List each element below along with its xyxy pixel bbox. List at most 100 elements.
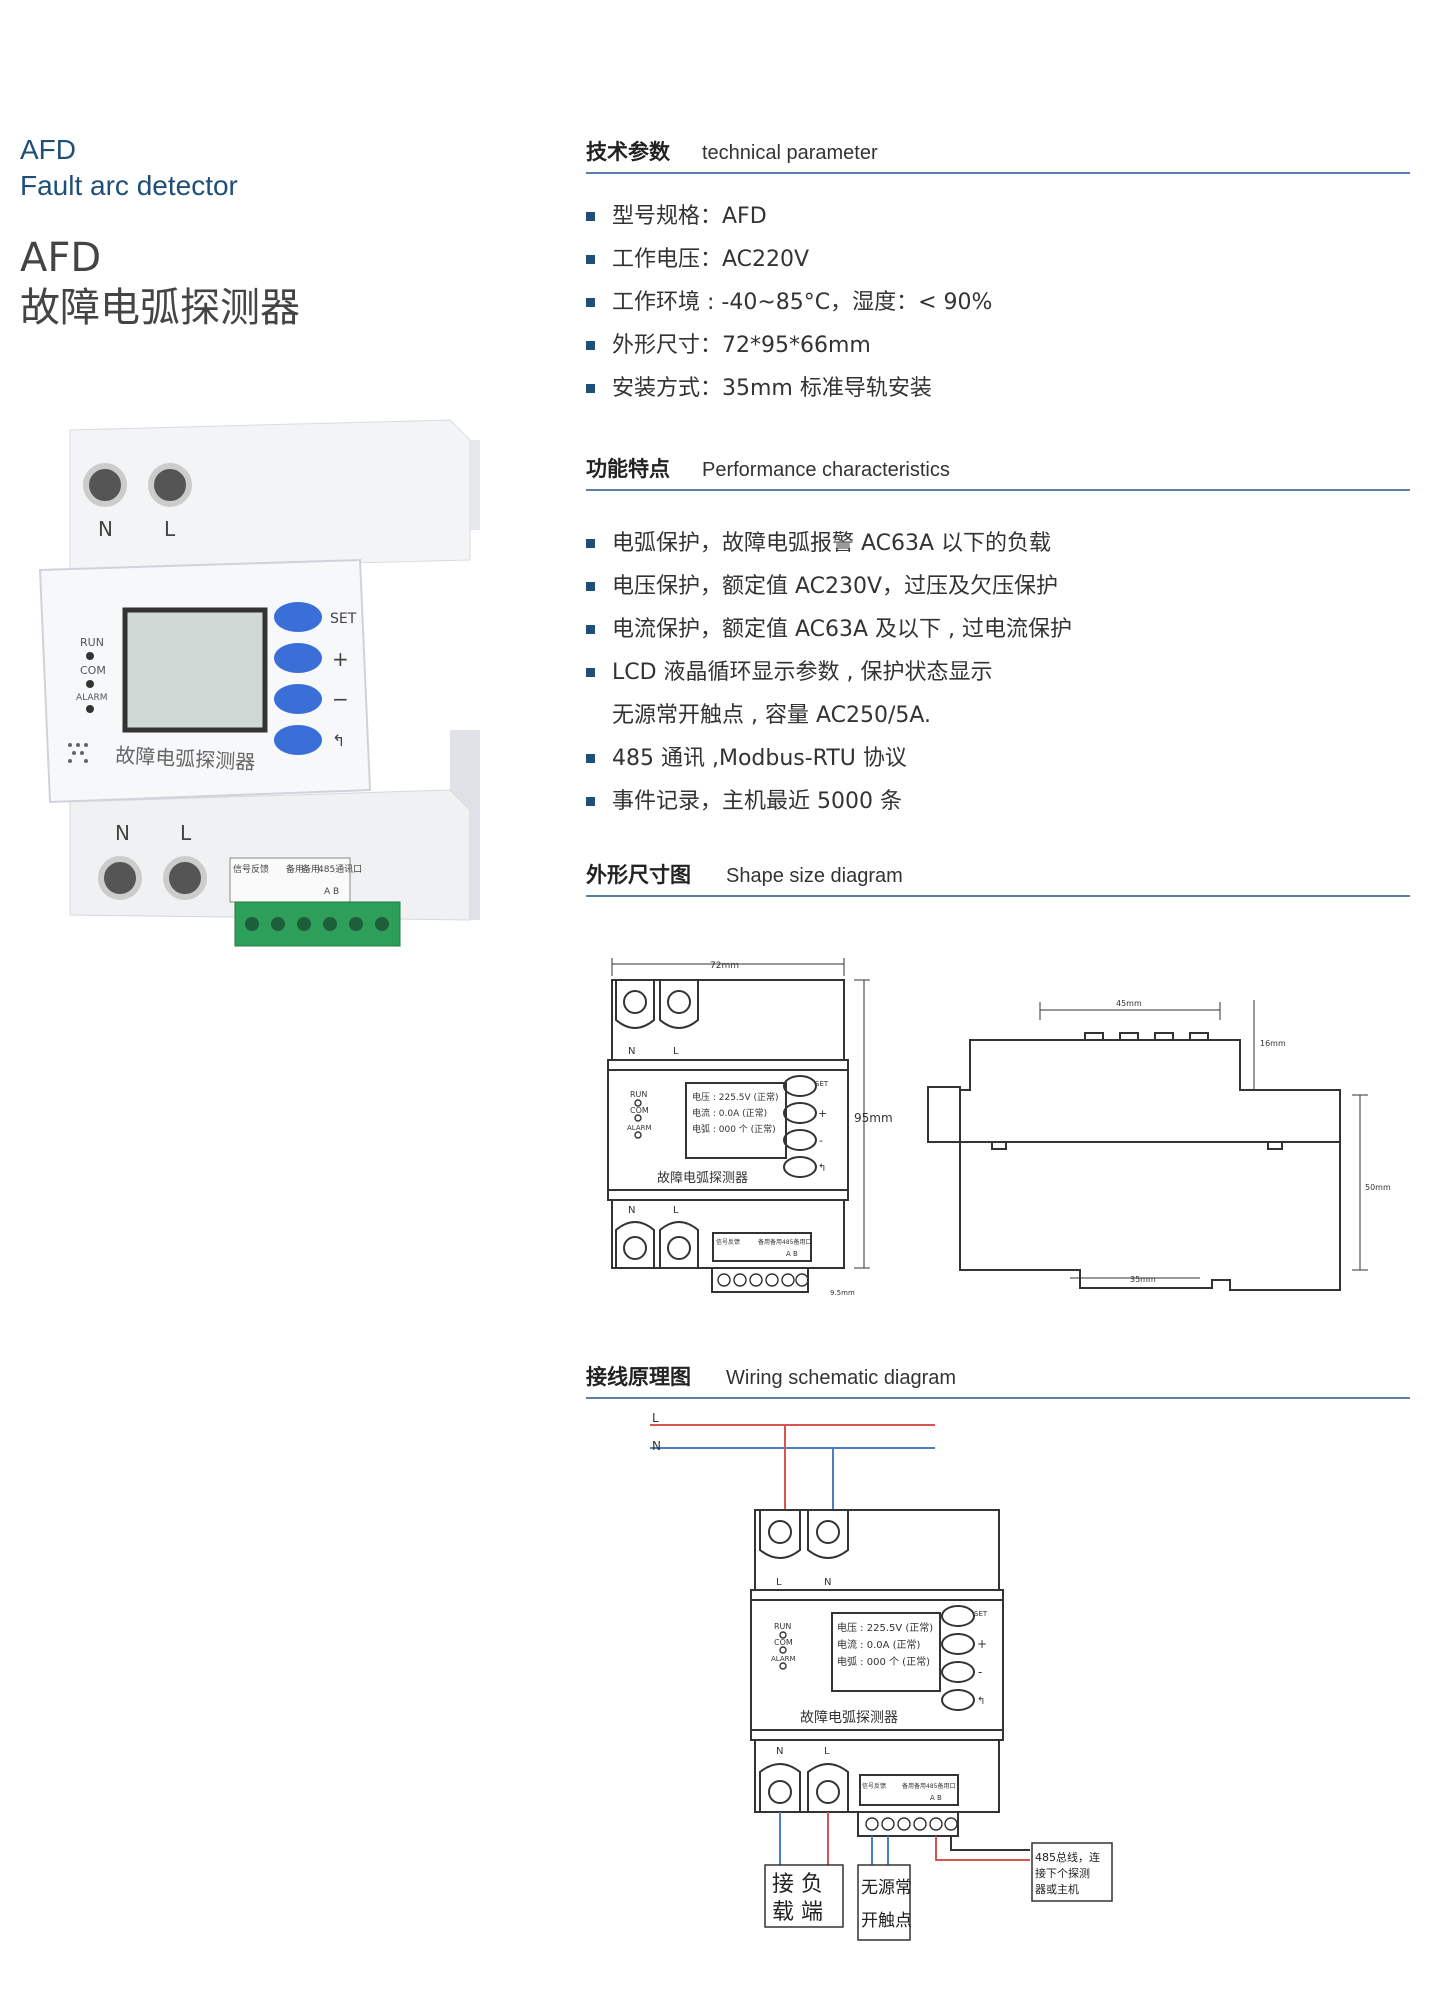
svg-text:↰: ↰ [977, 1696, 985, 1707]
bottom-terminal-n-icon [98, 856, 142, 900]
svg-text:SET: SET [815, 1080, 829, 1088]
top-terminal-l-icon [148, 463, 192, 507]
minus-button [274, 684, 322, 714]
svg-text:电弧 : 000 个 (正常): 电弧 : 000 个 (正常) [692, 1123, 776, 1135]
shape-size-diagram: N L N L RUN COM ALARM 电压 : 225.5V (正常) 电… [607, 958, 1391, 1297]
list-item: 安装方式：35mm 标准导轨安装 [586, 367, 992, 410]
list-item: 485 通讯 ,Modbus-RTU 协议 [586, 737, 1072, 780]
svg-text:载 端: 载 端 [772, 1900, 823, 1925]
svg-text:RUN: RUN [630, 1090, 647, 1099]
svg-text:485备用口: 485备用口 [782, 1238, 811, 1246]
list-item: 事件记录，主机最近 5000 条 [586, 780, 1072, 823]
svg-text:+: + [332, 647, 349, 671]
plus-button [274, 643, 322, 673]
lcd-screen [122, 607, 268, 733]
svg-text:电压 : 225.5V (正常): 电压 : 225.5V (正常) [692, 1091, 779, 1103]
speaker-icon [68, 743, 88, 763]
svg-text:电弧 : 000 个 (正常): 电弧 : 000 个 (正常) [837, 1655, 930, 1668]
back-button [274, 725, 322, 755]
svg-text:故障电弧探测器: 故障电弧探测器 [800, 1710, 898, 1726]
svg-text:N: N [628, 1205, 635, 1216]
svg-text:器或主机: 器或主机 [1035, 1882, 1079, 1896]
svg-text:备用: 备用 [914, 1782, 926, 1790]
header-cn-name: 故障电弧探测器 [20, 285, 300, 331]
svg-text:备用: 备用 [758, 1238, 770, 1246]
svg-text:L: L [164, 517, 176, 541]
svg-text:电压 : 225.5V (正常): 电压 : 225.5V (正常) [837, 1621, 933, 1634]
svg-text:ALARM: ALARM [76, 693, 108, 703]
tech-param-list: 型号规格：AFD 工作电压：AC220V 工作环境 : -40~85°C，湿度：… [586, 195, 992, 410]
svg-text:接下个探测: 接下个探测 [1035, 1867, 1090, 1880]
svg-text:L: L [180, 821, 192, 845]
svg-text:L: L [824, 1746, 830, 1757]
section-shape-header: 外形尺寸图 Shape size diagram [586, 855, 1410, 897]
list-item: 电流保护，额定值 AC63A 及以下 , 过电流保护 [586, 608, 1072, 651]
svg-text:ALARM: ALARM [627, 1124, 652, 1132]
svg-text:A B: A B [324, 887, 339, 897]
svg-text:信号反馈: 信号反馈 [716, 1238, 740, 1246]
svg-text:备用: 备用 [302, 863, 320, 875]
feature-list: 电弧保护，故障电弧报警 AC63A 以下的负载 电压保护，额定值 AC230V，… [586, 522, 1072, 823]
svg-text:16mm: 16mm [1260, 1039, 1286, 1048]
list-item: LCD 液晶循环显示参数 , 保护状态显示 [586, 651, 1072, 694]
section-wiring-header: 接线原理图 Wiring schematic diagram [586, 1357, 1410, 1399]
wiring-diagram: L N L N N L RUN COM ALARM 电压 : 225.5V (正… [650, 1411, 1113, 1941]
svg-text:↰: ↰ [818, 1163, 826, 1174]
set-button [274, 602, 322, 632]
svg-text:50mm: 50mm [1365, 1183, 1391, 1192]
header-en-name: Fault arc detector [20, 170, 238, 201]
svg-text:SET: SET [974, 1610, 988, 1618]
svg-text:COM: COM [80, 664, 106, 677]
svg-text:L: L [673, 1205, 679, 1216]
svg-text:A B: A B [930, 1794, 942, 1802]
svg-text:9.5mm: 9.5mm [830, 1289, 855, 1297]
svg-text:RUN: RUN [774, 1622, 791, 1631]
svg-text:N: N [115, 821, 130, 845]
svg-text:485备用口: 485备用口 [926, 1782, 955, 1790]
header-cn-model: AFD [20, 235, 102, 281]
svg-text:ALARM: ALARM [771, 1655, 796, 1663]
port-label-panel [229, 857, 351, 903]
list-item: 无源常开触点 , 容量 AC250/5A. [612, 703, 932, 728]
svg-text:L: L [652, 1411, 659, 1425]
list-item: 外形尺寸：72*95*66mm [586, 324, 992, 367]
svg-text:COM: COM [630, 1106, 649, 1115]
svg-text:+: + [977, 1637, 987, 1651]
svg-text:COM: COM [774, 1638, 793, 1647]
svg-text:备用: 备用 [902, 1782, 914, 1790]
product-image: N L RUN COM ALARM SET + − ↰ 故障电弧探测器 N L … [38, 419, 480, 947]
svg-text:电流 : 0.0A (正常): 电流 : 0.0A (正常) [692, 1107, 767, 1119]
svg-text:A B: A B [786, 1250, 798, 1258]
svg-text:信号反馈: 信号反馈 [233, 863, 269, 875]
svg-text:备用: 备用 [770, 1238, 782, 1246]
svg-text:备用: 备用 [286, 863, 304, 875]
list-item: 型号规格：AFD [586, 195, 992, 238]
list-item: 工作环境 : -40~85°C，湿度：< 90% [586, 281, 992, 324]
svg-text:故障电弧探测器: 故障电弧探测器 [657, 1171, 748, 1186]
section-tech-header: 技术参数 technical parameter [586, 132, 1410, 174]
list-item: 电压保护，额定值 AC230V，过压及欠压保护 [586, 565, 1072, 608]
svg-text:45mm: 45mm [1116, 999, 1142, 1008]
top-term-label: N [98, 517, 113, 541]
svg-text:−: − [332, 687, 349, 711]
svg-text:开触点: 开触点 [861, 1911, 912, 1931]
header-en-model: AFD [20, 134, 76, 165]
svg-text:接 负: 接 负 [772, 1872, 823, 1897]
svg-text:N: N [824, 1577, 831, 1588]
section-perf-header: 功能特点 Performance characteristics [586, 449, 1410, 491]
svg-text:N: N [776, 1746, 783, 1757]
svg-text:SET: SET [330, 611, 357, 627]
svg-text:485总线，连: 485总线，连 [1035, 1850, 1100, 1864]
svg-text:信号反馈: 信号反馈 [862, 1782, 886, 1790]
svg-text:电流 : 0.0A (正常): 电流 : 0.0A (正常) [837, 1638, 921, 1651]
svg-text:L: L [673, 1046, 679, 1057]
svg-text:-: - [978, 1665, 982, 1679]
svg-text:-: - [819, 1134, 823, 1147]
svg-text:L: L [776, 1577, 782, 1588]
svg-text:N: N [652, 1439, 661, 1453]
svg-text:N: N [628, 1046, 635, 1057]
svg-text:RUN: RUN [80, 636, 104, 649]
svg-text:+: + [818, 1107, 827, 1120]
svg-text:72mm: 72mm [710, 961, 739, 971]
list-item: 电弧保护，故障电弧报警 AC63A 以下的负载 [586, 522, 1072, 565]
